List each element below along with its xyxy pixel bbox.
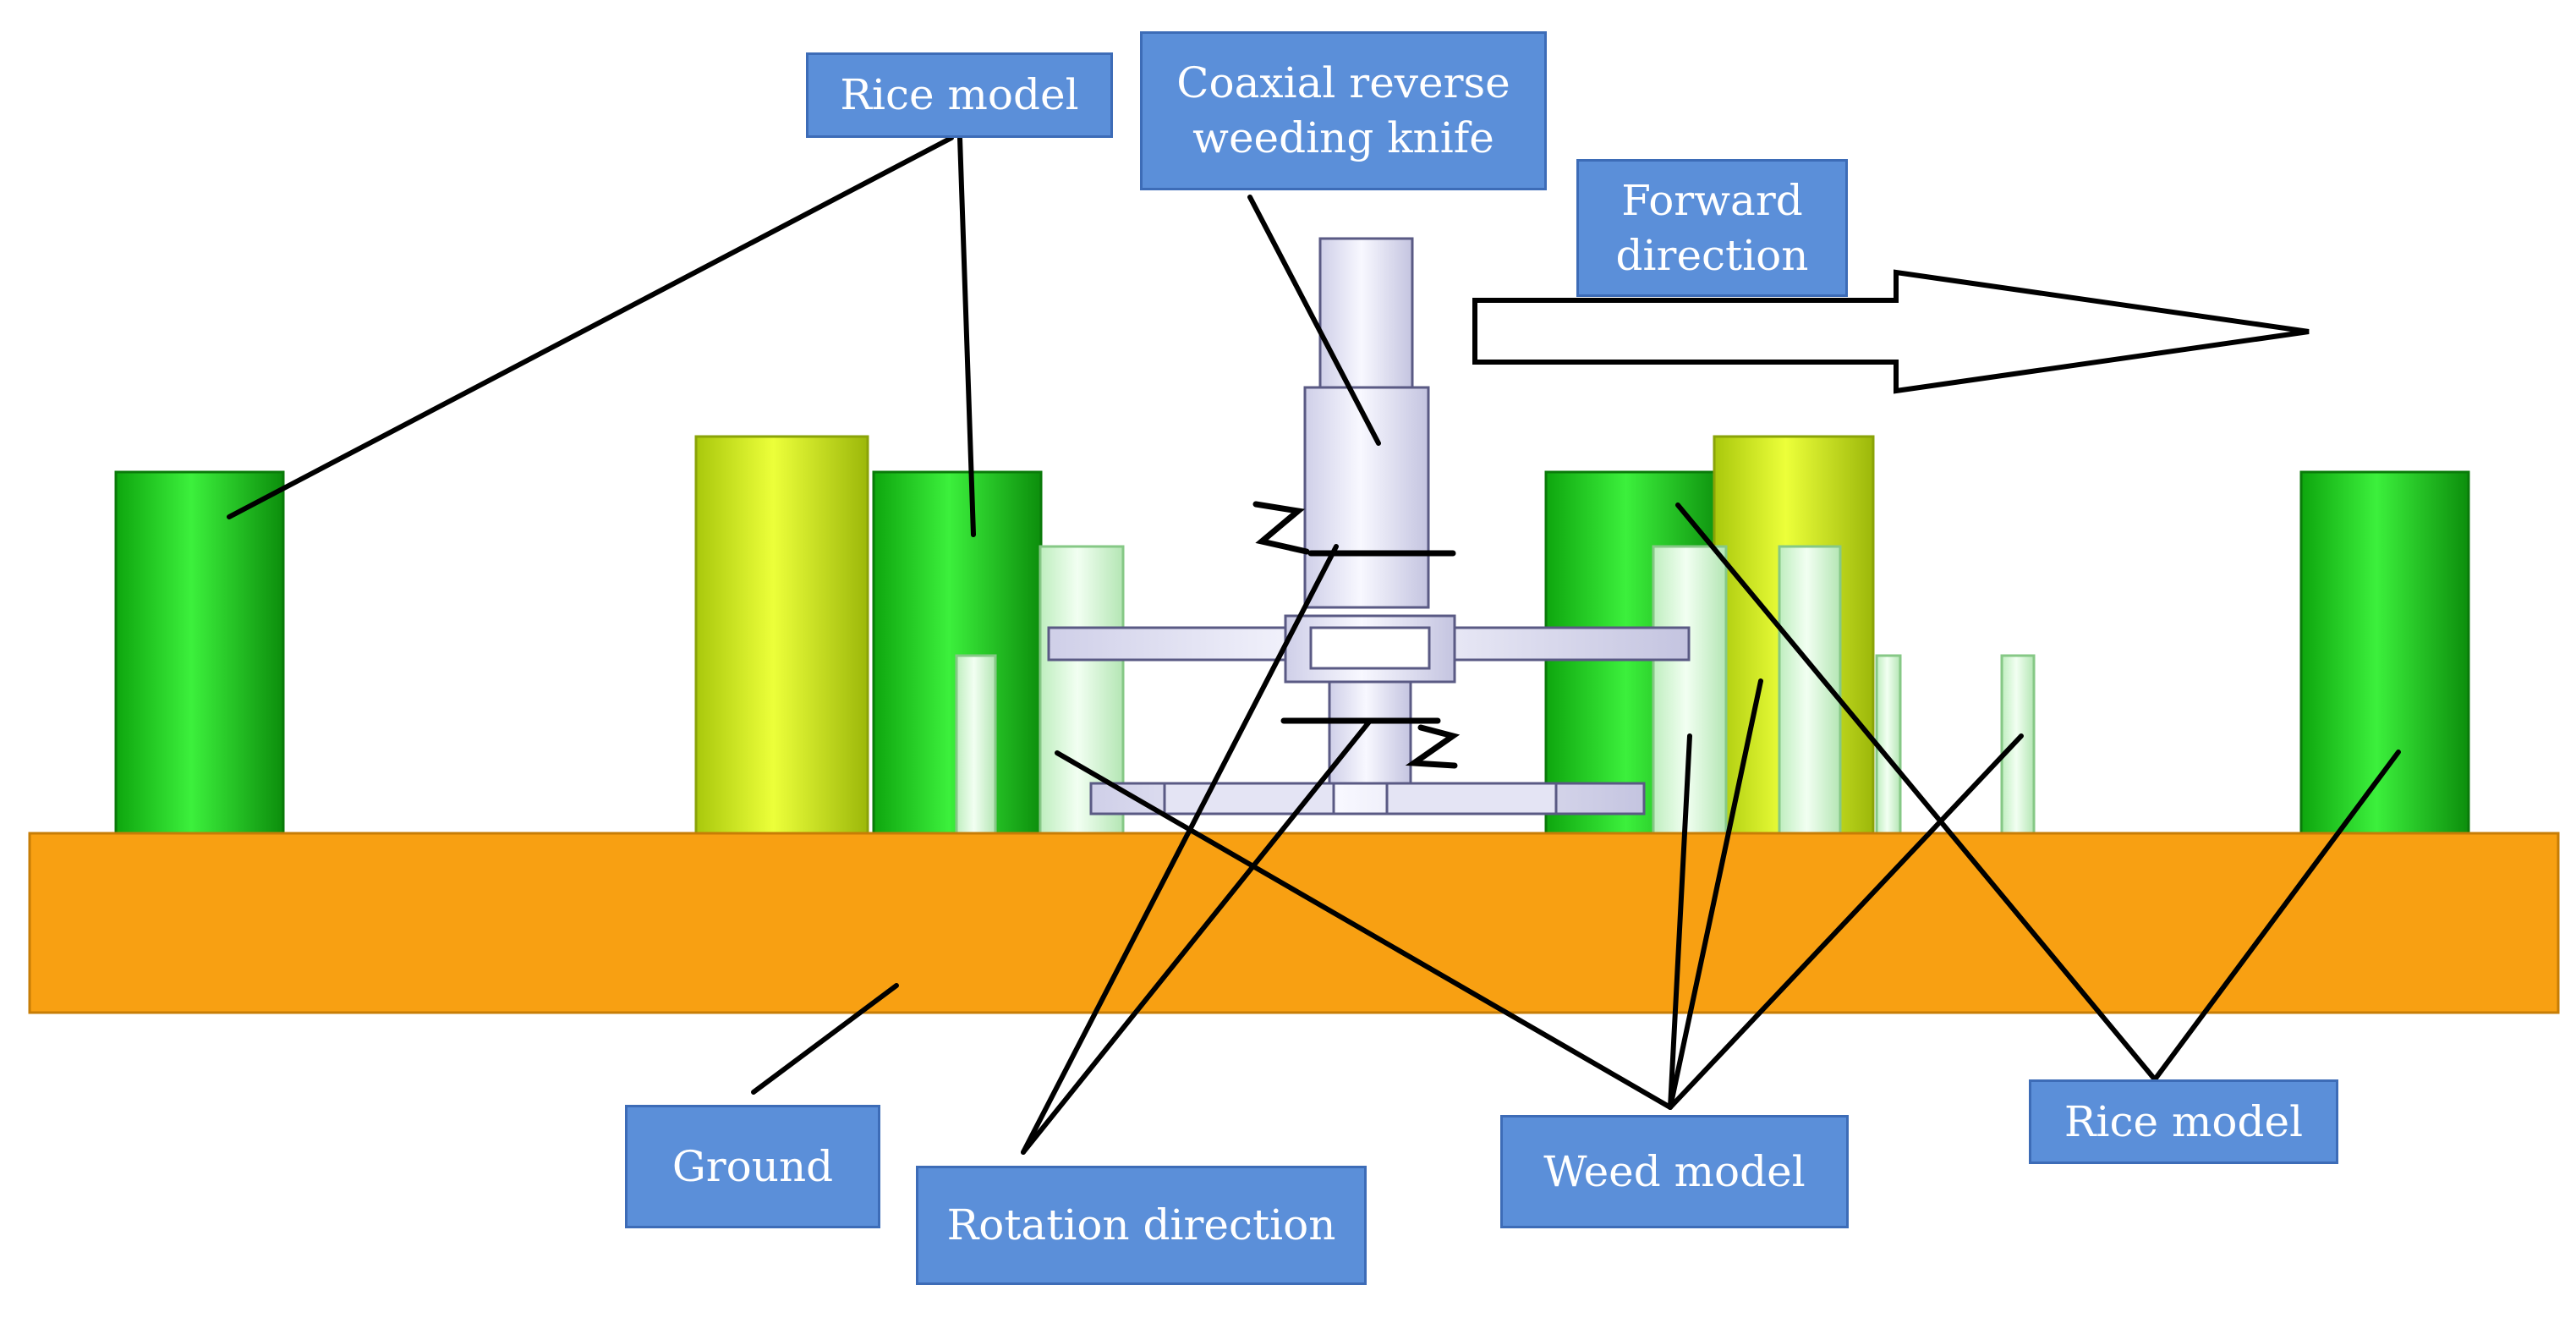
forward-direction-arrow-icon bbox=[1472, 269, 2310, 394]
weed-model-label: Weed model bbox=[1500, 1115, 1849, 1228]
rotation-direction-label: Rotation direction bbox=[916, 1166, 1367, 1285]
rotation-mark-lower-icon bbox=[1405, 724, 1461, 769]
knife-shaft-lower bbox=[1328, 680, 1412, 785]
knife-hub-upper-inner bbox=[1309, 626, 1431, 670]
rice-plant bbox=[114, 470, 285, 839]
weed-plant bbox=[955, 654, 997, 839]
rice-plant bbox=[2299, 470, 2470, 839]
ground bbox=[28, 832, 2560, 1014]
coaxial-knife-label: Coaxial reverse weeding knife bbox=[1140, 31, 1547, 190]
leader-lines bbox=[227, 135, 2401, 1155]
rice-model-label-top: Rice model bbox=[806, 52, 1113, 138]
rice-model-label-bottom: Rice model bbox=[2029, 1079, 2338, 1164]
knife-shaft-top bbox=[1318, 237, 1414, 391]
rice-plant-yellow bbox=[694, 435, 869, 839]
weed-plant bbox=[1652, 545, 1728, 839]
rotation-mark-upper-icon bbox=[1252, 501, 1310, 555]
weed-plant bbox=[2000, 654, 2036, 839]
ground-label: Ground bbox=[625, 1105, 880, 1228]
forward-direction-label: Forward direction bbox=[1576, 159, 1848, 297]
knife-blade-lower-right bbox=[1385, 782, 1558, 816]
